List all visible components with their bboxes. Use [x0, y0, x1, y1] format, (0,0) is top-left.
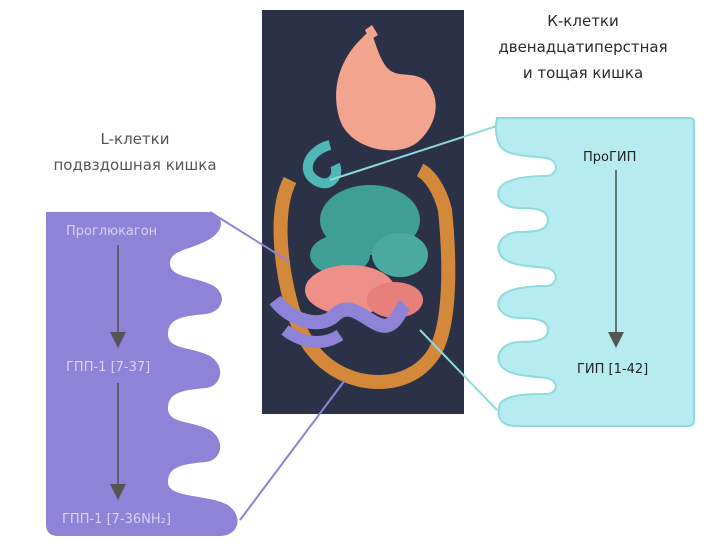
l-cells-title: L-клетки подвздошная кишка — [20, 126, 250, 178]
l-product-label: ГПП-1 [7-36NH₂] — [62, 512, 171, 527]
l-intermediate-label: ГПП-1 [7-37] — [66, 360, 150, 375]
k-product-label: ГИП [1-42] — [577, 362, 648, 377]
k-title-line-2: двенадцатиперстная — [468, 34, 698, 60]
l-precursor-label: Проглюкагон — [66, 224, 157, 239]
k-title-line-1: К-клетки — [468, 8, 698, 34]
digestive-system-image — [262, 10, 464, 414]
l-title-line-1: L-клетки — [20, 126, 250, 152]
k-title-line-3: и тощая кишка — [468, 60, 698, 86]
k-precursor-label: ПроГИП — [583, 150, 636, 165]
k-cells-title: К-клетки двенадцатиперстная и тощая кишк… — [468, 8, 698, 86]
l-title-line-2: подвздошная кишка — [20, 152, 250, 178]
